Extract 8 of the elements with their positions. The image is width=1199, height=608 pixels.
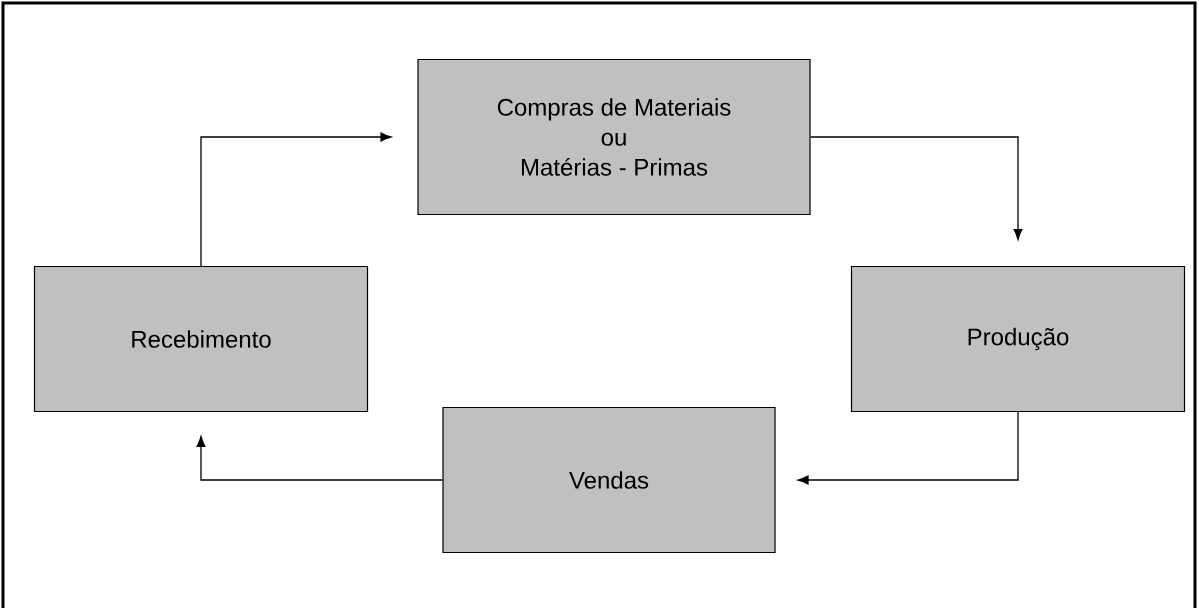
process-box: Vendas — [442, 406, 776, 554]
process-box: Recebimento — [33, 265, 369, 413]
arrow — [797, 411, 1019, 485]
arrow — [809, 136, 1023, 240]
process-box: Compras de Materiais ou Matérias - Primas — [417, 58, 811, 216]
process-box: Produção — [850, 265, 1186, 413]
arrow — [200, 132, 392, 267]
arrow — [196, 436, 444, 481]
